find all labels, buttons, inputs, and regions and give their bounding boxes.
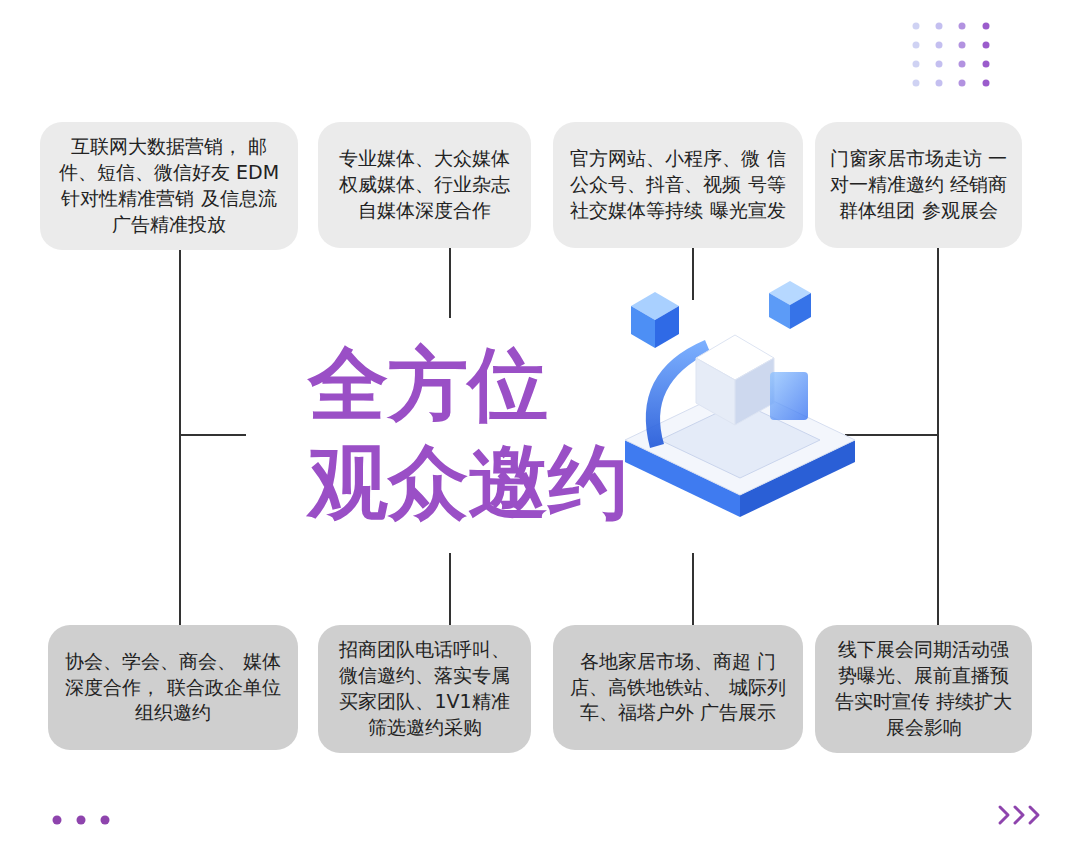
box-text: 招商团队电话呼叫、 微信邀约、落实专属 买家团队、1V1精准 筛选邀约采购: [330, 637, 519, 740]
diagram-title: 全方位 观众邀约: [308, 336, 640, 532]
box-text: 官方网站、小程序、微 信公众号、抖音、视频 号等社交媒体等持续 曝光宣发: [565, 146, 791, 223]
box-text: 协会、学会、商会、 媒体深度合作， 联合政企单位组织邀约: [60, 649, 286, 726]
box-text: 各地家居市场、商超 门店、高铁地铁站、 城际列车、福塔户外 广告展示: [565, 649, 791, 726]
dot-row: [53, 816, 110, 825]
text-box: 线下展会同期活动强 势曝光、展前直播预 告实时宣传 持续扩大展会影响: [815, 625, 1032, 753]
box-text: 门窗家居市场走访 一对一精准邀约 经销商群体组团 参观展会: [827, 146, 1010, 223]
connector-line: [937, 248, 939, 625]
connector-line: [179, 250, 181, 625]
dot-grid: [913, 23, 990, 87]
box-text: 专业媒体、大众媒体 权威媒体、行业杂志 自媒体深度合作: [330, 146, 519, 223]
text-box: 协会、学会、商会、 媒体深度合作， 联合政企单位组织邀约: [48, 625, 298, 750]
chevrons: [1000, 807, 1038, 823]
text-box: 官方网站、小程序、微 信公众号、抖音、视频 号等社交媒体等持续 曝光宣发: [553, 122, 803, 248]
cube-illustration: [625, 281, 855, 517]
text-box: 招商团队电话呼叫、 微信邀约、落实专属 买家团队、1V1精准 筛选邀约采购: [318, 625, 531, 753]
text-box: 互联网大数据营销， 邮件、短信、微信好友 EDM针对性精准营销 及信息流广告精准…: [40, 122, 298, 250]
text-box: 门窗家居市场走访 一对一精准邀约 经销商群体组团 参观展会: [815, 122, 1022, 248]
leader-lines: [180, 248, 938, 625]
text-box: 专业媒体、大众媒体 权威媒体、行业杂志 自媒体深度合作: [318, 122, 531, 248]
box-text: 互联网大数据营销， 邮件、短信、微信好友 EDM针对性精准营销 及信息流广告精准…: [52, 134, 286, 237]
text-box: 各地家居市场、商超 门店、高铁地铁站、 城际列车、福塔户外 广告展示: [553, 625, 803, 750]
box-text: 线下展会同期活动强 势曝光、展前直播预 告实时宣传 持续扩大展会影响: [827, 637, 1020, 740]
